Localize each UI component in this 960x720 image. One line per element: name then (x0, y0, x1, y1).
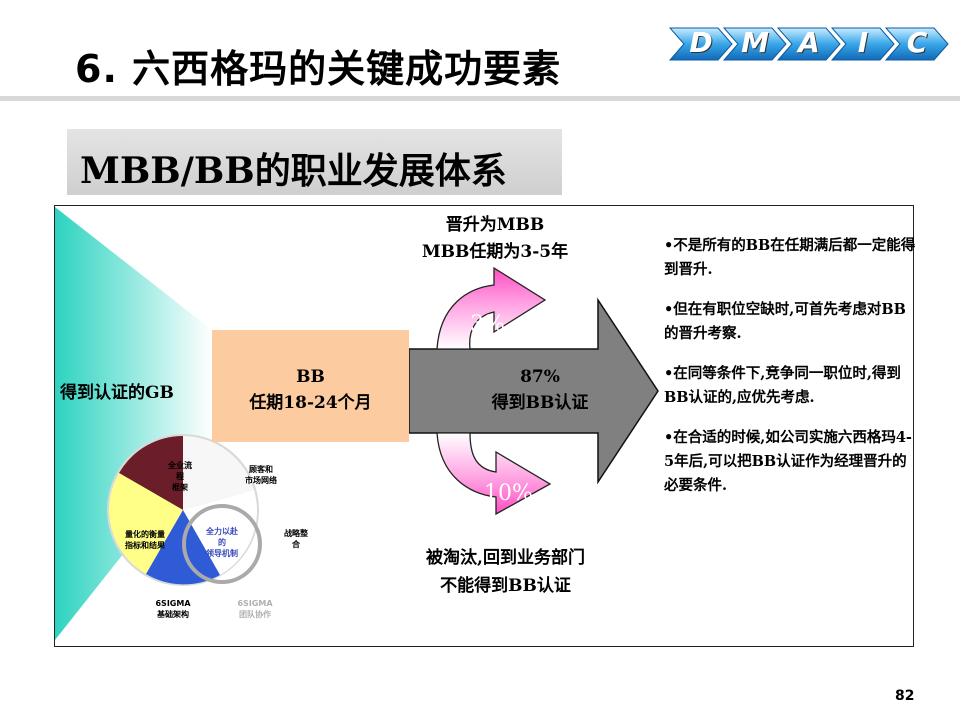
main-arrow-text: 87% 得到BB认证 (440, 364, 640, 416)
gb-label: 得到认证的GB (60, 383, 174, 403)
pie-label-leadership-3: 领导机制 (206, 549, 238, 558)
main-arrow-label: 得到BB认证 (491, 393, 589, 413)
bullet-item: •在合适的时候,如公司实施六西格玛4-5年后,可以把BB认证作为经理晋升的必要条… (664, 429, 912, 494)
eliminate-line2: 不能得到BB认证 (440, 576, 571, 596)
dmaic-chevron-m (722, 27, 787, 61)
pie-label-infrastructure-1: 6SIGMA (155, 599, 191, 608)
page-title: 6. 六西格玛的关键成功要素 (75, 47, 562, 91)
promote-line1: 晋升为MBB (445, 215, 545, 235)
bb-box-text: BB 任期18-24个月 (212, 364, 409, 416)
eliminate-arrow (436, 432, 552, 516)
promote-percent: 3% (470, 312, 505, 337)
pie-label-teamwork: 6SIGMA 团队协作 (224, 598, 286, 620)
pie-label-leadership-2: 的 (218, 538, 226, 547)
pie-label-infrastructure: 6SIGMA 基础架构 (142, 598, 204, 620)
bullet-item: •但在有职位空缺时,可首先考虑对BB的晋升考察. (664, 301, 906, 342)
promote-line2: MBB任期为3-5年 (421, 242, 569, 262)
dmaic-chevron-a (776, 27, 841, 61)
pie-label-infrastructure-2: 基础架构 (157, 610, 189, 619)
dmaic-chevron-d (668, 27, 733, 61)
dmaic-chevron-i (830, 27, 895, 61)
pie-label-customer: 顾客和 市场网络 (232, 464, 290, 486)
main-arrow-percent: 87% (520, 367, 560, 387)
eliminate-text: 被淘汰,回到业务部门 不能得到BB认证 (378, 544, 633, 600)
pie-leadership-ring (182, 504, 262, 584)
bullet-notes: •不是所有的BB在任期满后都一定能得到晋升. •但在有职位空缺时,可首先考虑对B… (664, 234, 916, 514)
dmaic-arrows (668, 27, 949, 61)
bb-tenure: 任期18-24个月 (249, 393, 372, 413)
eliminate-line1: 被淘汰,回到业务部门 (426, 548, 585, 568)
pie-slice-yellow (109, 473, 183, 574)
bb-box (212, 330, 409, 442)
dmaic-letter-a: A (798, 26, 820, 59)
dmaic-letter-d: D (689, 26, 713, 59)
pie-label-strategy-1: 战略整 (284, 529, 308, 538)
dmaic-letter-m: M (741, 26, 769, 59)
dmaic-letter-c: C (906, 26, 928, 59)
pie-label-teamwork-2: 团队协作 (239, 610, 271, 619)
pie-label-leadership-1: 全力以赴 (206, 527, 238, 536)
pie-slice-white-top (183, 436, 254, 510)
dmaic-chevron-c (884, 27, 949, 61)
pie-label-metrics-2: 指标和结果 (125, 541, 165, 550)
title-underline (0, 96, 960, 101)
gb-funnel-shape (55, 207, 212, 640)
pie-slice-red (119, 436, 183, 510)
bullet-item: •在同等条件下,竞争同一职位时,得到BB认证的,应优先考虑. (664, 365, 901, 406)
bb-title: BB (296, 367, 325, 387)
pie-label-strategy: 战略整 合 (276, 528, 316, 550)
pie-label-process: 全业流 程 框架 (158, 460, 202, 493)
pie-label-teamwork-1: 6SIGMA (237, 599, 273, 608)
bullet-item: •不是所有的BB在任期满后都一定能得到晋升. (664, 237, 916, 278)
subtitle: MBB/BB的职业发展体系 (80, 150, 507, 192)
pie-label-strategy-2: 合 (292, 540, 300, 549)
diagram-frame (54, 205, 914, 647)
pie-label-customer-2: 市场网络 (245, 476, 277, 485)
subtitle-background (67, 129, 562, 195)
promote-text: 晋升为MBB MBB任期为3-5年 (385, 212, 605, 266)
pie-label-process-2: 程 (176, 472, 184, 481)
pie-label-process-1: 全业流 (168, 461, 192, 470)
promote-arrow (436, 266, 547, 350)
eliminate-percent: 10% (484, 481, 533, 506)
page-number: 82 (895, 688, 915, 704)
dmaic-banner: D M A I C (660, 20, 960, 80)
pie-label-metrics-1: 量化的衡量 (125, 530, 165, 539)
dmaic-letter-i: I (857, 26, 869, 59)
pie-label-process-3: 框架 (172, 483, 188, 492)
pie-label-leadership: 全力以赴 的 领导机制 (194, 526, 250, 559)
pie-label-metrics: 量化的衡量 指标和结果 (114, 529, 176, 551)
pie-label-customer-1: 顾客和 (249, 465, 273, 474)
